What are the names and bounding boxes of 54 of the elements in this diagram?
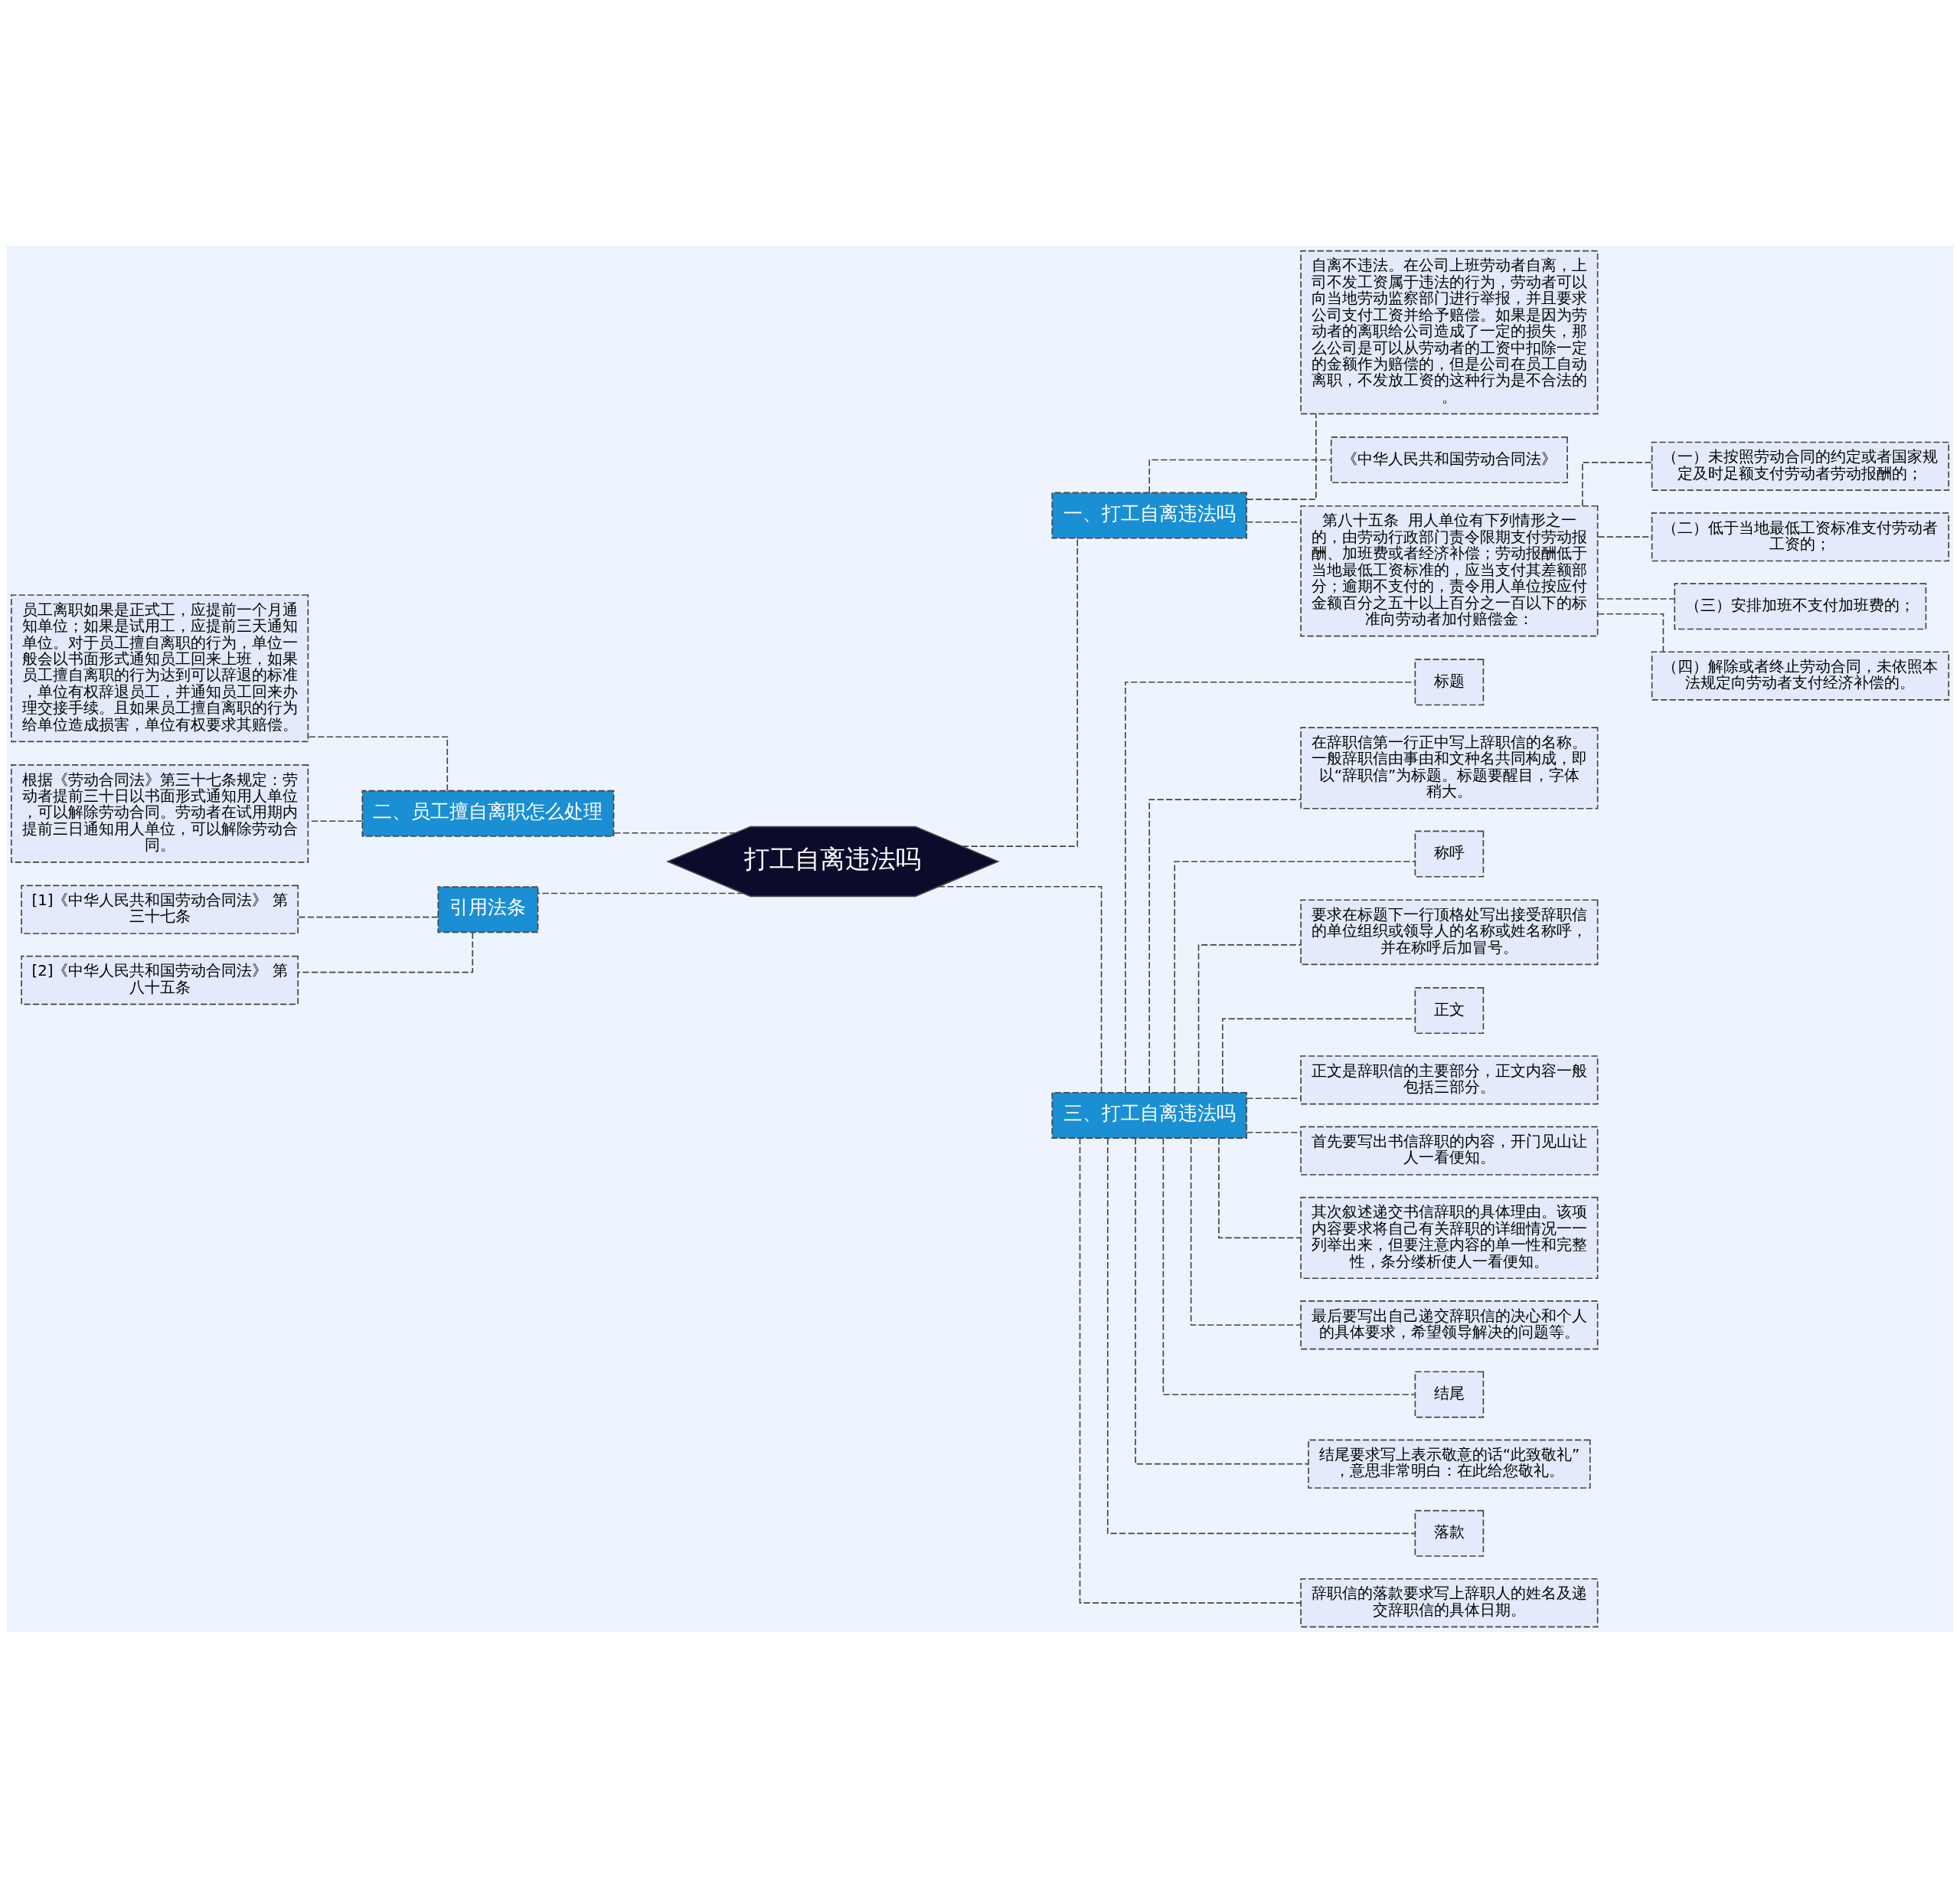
- node-box: （三）安排加班不支付加班费的；: [1674, 582, 1927, 629]
- node-box: 落款: [1414, 1509, 1485, 1557]
- connector: [1162, 1137, 1416, 1395]
- node-box: 根据《劳动合同法》第三十七条规定：劳动者提前三十日以书面形式通知用人单位，可以解除劳动合同。劳动者在试用期内提前三日通知用人单位，可以解除劳动合同。: [11, 764, 309, 863]
- connector: [1106, 1137, 1416, 1534]
- node-box: 辞职信的落款要求写上辞职人的姓名及递交辞职信的具体日期。: [1300, 1578, 1599, 1627]
- node-box: （四）解除或者终止劳动合同，未依照本法规定向劳动者支付经济补偿的。: [1651, 650, 1949, 701]
- connector: [1222, 1018, 1416, 1093]
- node-box: 要求在标题下一行顶格处写出接受辞职信的单位组织或领导人的名称或姓名称呼，并在称呼后加冒号。: [1300, 898, 1599, 965]
- node-box: 标题: [1414, 658, 1485, 705]
- connector: [297, 931, 474, 973]
- connector: [1174, 860, 1416, 1093]
- node-box: （一）未按照劳动合同的约定或者国家规定及时足额支付劳动者劳动报酬的；: [1651, 441, 1949, 491]
- connector: [938, 885, 1102, 1094]
- node-box: 最后要写出自己递交辞职信的决心和个人的具体要求，希望领导解决的问题等。: [1300, 1300, 1599, 1349]
- node-box: 第八十五条 用人单位有下列情形之一的，由劳动行政部门责令限期支付劳动报酬、加班费或者经济补偿；劳动报酬低于当地最低工资标准的，应当支付其差额部分；逾期不支付的，责令用人单位按应付金额百分之五十以上百分之一百以下的标准向劳动者加付赔偿金：: [1300, 505, 1599, 636]
- node-box: 结尾要求写上表示敬意的话“此致敬礼”，意思非常明白：在此给您敬礼。: [1308, 1439, 1591, 1489]
- connector: [308, 819, 363, 822]
- connector: [1079, 1137, 1302, 1604]
- connector: [1135, 1137, 1309, 1464]
- connector: [1246, 1131, 1302, 1133]
- node-box: 三、打工自离违法吗: [1051, 1091, 1248, 1139]
- connector: [1148, 798, 1302, 1093]
- connector: [1190, 1136, 1302, 1326]
- connector: [1597, 613, 1664, 652]
- connector: [1197, 943, 1302, 1093]
- node-box: 正文是辞职信的主要部分，正文内容一般包括三部分。: [1300, 1055, 1599, 1104]
- connector: [307, 735, 449, 791]
- node-box: 一、打工自离违法吗: [1051, 492, 1248, 539]
- connector: [537, 892, 744, 894]
- connector: [1597, 597, 1675, 600]
- node-box: 在辞职信第一行正中写上辞职信的名称。一般辞职信由事由和文种名共同构成，即以“辞职信”为标题。标题要醒目，字体稍大。: [1300, 726, 1599, 809]
- node-box: [2]《中华人民共和国劳动合同法》 第八十五条: [21, 955, 299, 1005]
- connector: [1125, 681, 1416, 1093]
- node-box: 其次叙述递交书信辞职的具体理由。该项内容要求将自己有关辞职的详细情况一一列举出来，但要注意内容的单一性和完整性，条分缕析使人一看便知。: [1300, 1196, 1599, 1279]
- node-box: 二、员工擅自离职怎么处理: [361, 790, 615, 837]
- connector: [613, 832, 737, 834]
- node-box: 引用法条: [437, 885, 539, 933]
- connector: [297, 916, 439, 917]
- connector: [1246, 413, 1317, 500]
- node-box: 称呼: [1414, 830, 1485, 878]
- connector: [1246, 1097, 1302, 1099]
- node-box: （二）低于当地最低工资标准支付劳动者工资的；: [1651, 512, 1949, 561]
- connector: [1582, 461, 1652, 507]
- connector: [1148, 459, 1332, 493]
- connector: [1218, 1137, 1302, 1238]
- node-box: 员工离职如果是正式工，应提前一个月通知单位；如果是试用工，应提前三天通知单位。对于员工擅自离职的行为，单位一般会以书面形式通知员工回来上班，如果员工擅自离职的行为达到可以辞退的标准，单位有权辞退员工，并通知员工回来办理交接手续。且如果员工擅自离职的行为给单位造成损害，单位有权要求其赔偿。: [11, 594, 309, 742]
- node-box: 《中华人民共和国劳动合同法》: [1330, 436, 1568, 483]
- node-box: 首先要写出书信辞职的内容，开门见山让人一看便知。: [1300, 1126, 1599, 1176]
- node-box: [1]《中华人民共和国劳动合同法》 第三十七条: [21, 885, 299, 934]
- connector: [1246, 521, 1302, 523]
- node-box: 自离不违法。在公司上班劳动者自离，上司不发工资属于违法的行为，劳动者可以向当地劳动监察部门进行举报，并且要求公司支付工资并给予赔偿。如果是因为劳动者的离职给公司造成了一定的损失，那么公司是可以从劳动者的工资中扣除一定的金额作为赔偿的，但是公司在员工自动离职，不发放工资的这种行为是不合法的。: [1300, 250, 1599, 414]
- node-box: 正文: [1414, 986, 1485, 1034]
- node-box: 结尾: [1414, 1370, 1485, 1418]
